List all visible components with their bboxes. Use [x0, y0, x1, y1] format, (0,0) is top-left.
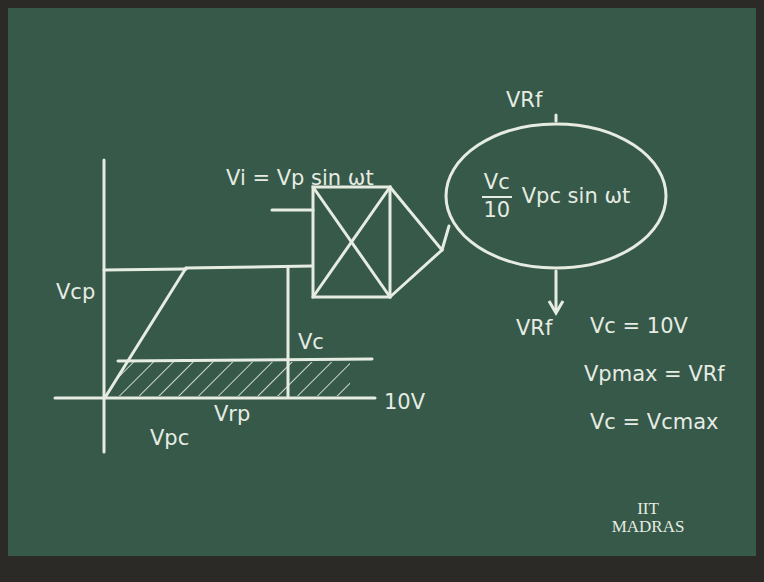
wire: [442, 226, 449, 250]
watermark: IIT MADRAS: [608, 500, 688, 536]
note: Vc = Vcmax: [590, 410, 719, 434]
fraction-denominator: 10: [483, 198, 510, 222]
wire: [555, 271, 558, 311]
signal-name: VRf: [516, 316, 552, 340]
node-text: Vpc sin ωt: [522, 184, 631, 208]
wire: [555, 115, 558, 121]
signal-name: VRf: [506, 88, 542, 112]
arrow-head: [549, 301, 563, 313]
level-label: Vc: [298, 330, 324, 354]
note: Vc = 10V: [590, 314, 688, 338]
axis-label: Vpc: [150, 426, 189, 450]
input-signal: Vi = Vp sin ωt: [226, 166, 374, 190]
summing-circle: Vc10 Vpc sin ωt: [443, 121, 669, 271]
axis-label: 10V: [384, 390, 425, 414]
fraction-numerator: Vc: [482, 170, 512, 198]
chalkboard: [8, 8, 756, 556]
axis-label: Vrp: [214, 402, 250, 426]
axis-label: Vcp: [56, 280, 95, 304]
note: Vpmax = VRf: [584, 362, 725, 386]
